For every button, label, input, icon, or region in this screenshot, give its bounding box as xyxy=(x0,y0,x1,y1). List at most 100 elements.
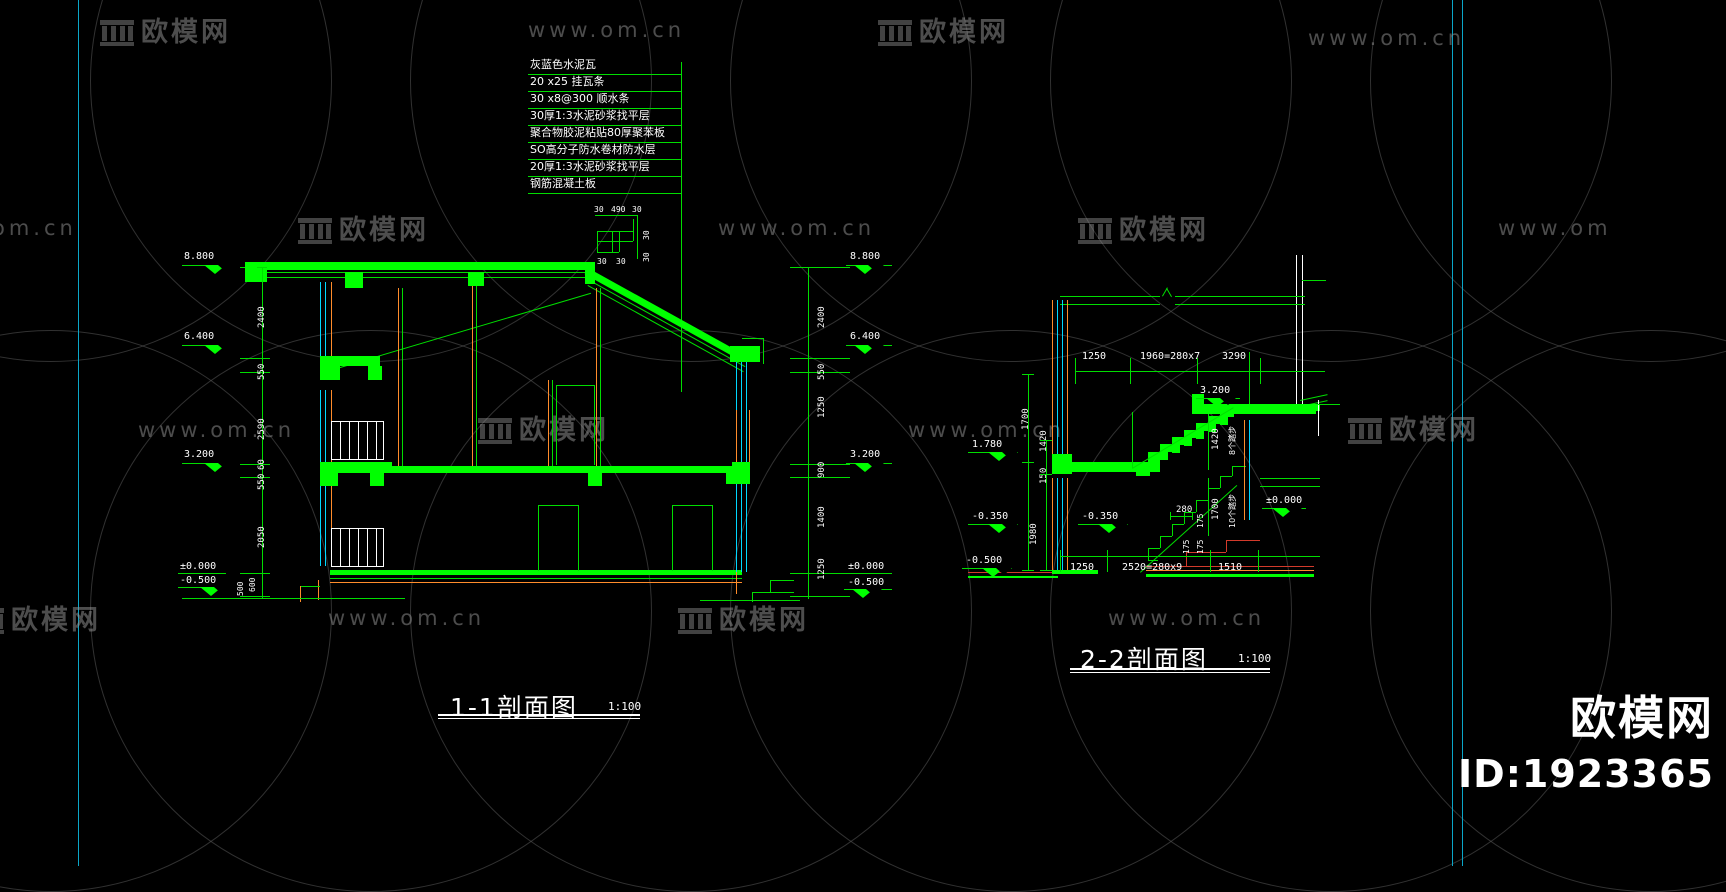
dim2-riser-175c: 175 xyxy=(1196,539,1205,554)
dim-left-2400: 2400 xyxy=(257,306,267,328)
dim2-left-1700: 1700 xyxy=(1021,408,1031,430)
roof-note-text: 20厚1:3水泥砂浆找平层 xyxy=(530,160,650,173)
watermark-logo: 欧模网 xyxy=(678,598,809,637)
dim2-riser-175a: 175 xyxy=(1196,513,1205,528)
dim2-bot-1510: 1510 xyxy=(1218,562,1243,573)
watermark-logo: 欧模网 xyxy=(0,598,101,637)
sheet-border-right xyxy=(1452,0,1453,866)
section-1-scale: 1:100 xyxy=(608,700,642,713)
detail-dim-side-2: 30 xyxy=(642,252,651,262)
detail-dim-bottom-1: 30 xyxy=(597,257,607,266)
level-value: ±0.000 xyxy=(180,561,217,572)
dim-right-550: 550 xyxy=(817,363,827,380)
dim-left-2050: 2050 xyxy=(257,526,267,548)
dim2-right-steps10: 10个踏步 xyxy=(1228,493,1237,528)
level-value: -0.350 xyxy=(1082,511,1119,522)
dim2-top-1250: 1250 xyxy=(1082,351,1107,362)
watermark-icon xyxy=(0,608,4,634)
watermark-icon xyxy=(678,608,712,634)
watermark-icon xyxy=(100,20,134,46)
detail-dim-top-3: 30 xyxy=(632,205,642,214)
watermark-logo: 欧模网 xyxy=(298,208,429,247)
roof-note-text: 钢筋混凝土板 xyxy=(530,177,596,190)
brand-logo: 欧模网 xyxy=(1570,691,1714,745)
dim2-bot-2520: 2520=280x9 xyxy=(1122,562,1183,573)
dim2-right-1420: 1420 xyxy=(1211,428,1221,450)
dim-left-550b: 550 xyxy=(257,473,267,490)
roof-note-line: 30厚1:3水泥砂浆找平层 xyxy=(528,109,682,127)
section-2-title-underline2 xyxy=(1070,672,1270,673)
roof-note-text: 20 x25 挂瓦条 xyxy=(530,75,605,88)
dim2-top-3290: 3290 xyxy=(1222,351,1247,362)
watermark-ring xyxy=(1370,0,1726,362)
section-1-title: 1-1剖面图 xyxy=(450,693,578,722)
roof-note-line: SO高分子防水卷材防水层 xyxy=(528,143,682,161)
watermark-url: www.om.cn xyxy=(718,216,876,240)
section-2-title-underline xyxy=(1070,668,1270,670)
roof-note-text: SO高分子防水卷材防水层 xyxy=(530,143,656,156)
dim2-left-1420: 1420 xyxy=(1039,430,1049,452)
roof-note-leader xyxy=(528,142,682,143)
watermark-ring xyxy=(1050,330,1612,892)
section-1-title-underline xyxy=(438,714,640,716)
watermark-ring xyxy=(1370,330,1726,892)
level-value: -0.500 xyxy=(180,575,217,586)
level-value: 6.400 xyxy=(184,331,215,342)
level-value: 3.200 xyxy=(850,449,881,460)
watermark-url: www.om.cn xyxy=(528,18,686,42)
watermark-url: om.cn xyxy=(0,216,77,240)
roof-note-leader xyxy=(528,74,682,75)
dim2-top-1960: 1960=280x7 xyxy=(1140,351,1201,362)
watermark-icon xyxy=(1078,218,1112,244)
dim2-bot-1250: 1250 xyxy=(1070,562,1095,573)
level-value: 3.200 xyxy=(184,449,215,460)
dim2-tread-280: 280 xyxy=(1176,505,1193,515)
detail-dim-side-1: 30 xyxy=(642,230,651,240)
brand-id: ID:1923365 xyxy=(1458,752,1714,796)
roof-note-line: 30 x8@300 顺水条 xyxy=(528,93,682,110)
watermark-ring xyxy=(730,0,1292,362)
roof-note-text: 灰蓝色水泥瓦 xyxy=(530,58,596,71)
level-value: 8.800 xyxy=(184,251,215,262)
dim2-left-1980: 1980 xyxy=(1029,523,1039,545)
level-value: 1.780 xyxy=(972,439,1003,450)
watermark-url: www.om xyxy=(1498,216,1612,240)
watermark-logo: 欧模网 xyxy=(1348,408,1479,447)
detail-dim-bottom-2: 30 xyxy=(616,257,626,266)
level-value: 6.400 xyxy=(850,331,881,342)
roof-note-line: 钢筋混凝土板 xyxy=(528,177,682,195)
level-value: ±0.000 xyxy=(848,561,885,572)
dim-left-500: 500 xyxy=(236,581,245,596)
watermark-url: www.om.cn xyxy=(138,418,296,442)
level-value: 8.800 xyxy=(850,251,881,262)
dim-right-1250b: 1250 xyxy=(817,558,827,580)
watermark-logo: 欧模网 xyxy=(878,10,1009,49)
section-2-title: 2-2剖面图 xyxy=(1080,645,1208,674)
watermark-logo: 欧模网 xyxy=(100,10,231,49)
dim-right-900: 900 xyxy=(817,461,827,478)
sheet-border-left xyxy=(78,0,79,866)
dim-left-2590: 2590 xyxy=(257,418,267,440)
roof-note-leader xyxy=(528,125,682,126)
roof-note-line: 灰蓝色水泥瓦 xyxy=(528,58,682,76)
roof-note-leader xyxy=(528,108,682,109)
section-2-scale: 1:100 xyxy=(1238,652,1272,665)
dim2-right-1700: 1700 xyxy=(1211,498,1221,520)
watermark-ring xyxy=(1050,0,1612,362)
watermark-logo: 欧模网 xyxy=(478,408,609,447)
level-value: 3.200 xyxy=(1200,385,1231,396)
watermark-url: www.om.cn xyxy=(1308,26,1466,50)
watermark-icon xyxy=(298,218,332,244)
section-1-title-underline2 xyxy=(438,718,640,719)
detail-dim-top-1: 30 xyxy=(594,205,604,214)
watermark-ring xyxy=(410,330,972,892)
watermark-ring xyxy=(410,0,972,362)
dim2-right-steps8: 8个踏步 xyxy=(1228,425,1237,455)
dim2-riser-175b: 175 xyxy=(1182,539,1191,554)
dim-right-1400: 1400 xyxy=(817,506,827,528)
roof-note-leader xyxy=(528,176,682,177)
roof-note-text: 30厚1:3水泥砂浆找平层 xyxy=(530,109,650,122)
dim-right-1250: 1250 xyxy=(817,396,827,418)
dim-left-60: 60 xyxy=(257,459,267,470)
